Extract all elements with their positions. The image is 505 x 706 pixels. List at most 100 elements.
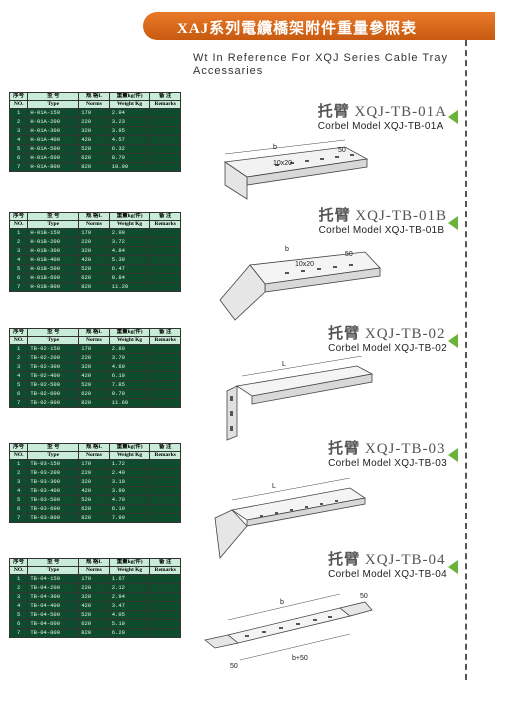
column-header: 序号	[8, 212, 29, 221]
table-cell: 4	[8, 601, 29, 611]
table-cell: 5	[8, 264, 29, 274]
table-cell: 6	[8, 504, 29, 514]
table-cell: 520	[78, 610, 110, 620]
table-cell	[149, 504, 181, 514]
table-cell: 3	[8, 362, 29, 372]
table-cell: TB-02-500	[27, 380, 80, 390]
column-header: Weight Kg	[108, 336, 151, 345]
column-header: 序号	[8, 328, 29, 337]
column-header: Type	[27, 566, 80, 575]
table-cell	[149, 513, 181, 523]
column-header: Type	[27, 100, 80, 109]
table-cell: 5	[8, 610, 29, 620]
table-cell: TB-04-600	[27, 619, 80, 629]
section-heading: 托臂 XQJ-TB-02 Corbel Model XQJ-TB-02	[328, 322, 447, 354]
table-cell	[149, 619, 181, 629]
table-cell: H-01A-500	[27, 144, 80, 154]
table-cell: H-01B-300	[27, 246, 80, 256]
table-cell: TB-03-500	[27, 495, 80, 505]
table-cell: H-01A-200	[27, 117, 80, 127]
table-cell	[149, 237, 181, 247]
table-cell: 6.32	[108, 144, 151, 154]
dim-label: 10x20	[295, 261, 314, 268]
column-header: 重量kg(件)	[108, 212, 151, 221]
dim-label: 10x20	[273, 160, 292, 167]
table-cell: H-01A-600	[27, 153, 80, 163]
section-cn-label: 托臂	[317, 104, 350, 120]
section-heading: 托臂 XQJ-TB-03 Corbel Model XQJ-TB-03	[328, 437, 447, 469]
column-header: Weight Kg	[108, 100, 151, 109]
column-header: 型 号	[27, 92, 80, 101]
triangle-marker-icon	[448, 110, 458, 124]
table-cell	[149, 153, 181, 163]
table-cell	[149, 398, 181, 408]
table-cell: 420	[78, 371, 110, 381]
table-cell: TB-03-150	[27, 459, 80, 469]
column-header: 备 注	[149, 443, 181, 452]
section-model: XQJ-TB-04	[364, 552, 446, 568]
table-cell: 1	[8, 344, 29, 354]
table-cell: H-01B-200	[27, 237, 80, 247]
column-header: 备 注	[149, 212, 181, 221]
table-cell	[149, 255, 181, 265]
column-header: 序号	[8, 443, 29, 452]
table-cell: 7	[8, 282, 29, 292]
table-cell: 420	[78, 601, 110, 611]
table-cell	[149, 282, 181, 292]
table-cell: 9.70	[108, 389, 151, 399]
column-header: Type	[27, 336, 80, 345]
section-heading: 托臂 XQJ-TB-01A Corbel Model XQJ-TB-01A	[318, 100, 447, 132]
table-cell: 1	[8, 459, 29, 469]
table-cell	[149, 389, 181, 399]
corbel-drawing: b 10x20 50	[219, 246, 381, 321]
table-cell: 2.94	[108, 108, 151, 118]
table-cell: TB-03-800	[27, 513, 80, 523]
table-cell: 620	[78, 273, 110, 283]
table-cell	[149, 628, 181, 638]
corbel-drawing: L	[226, 356, 374, 441]
column-header: Type	[27, 451, 80, 460]
table-cell: 620	[78, 153, 110, 163]
table-cell: H-01A-400	[27, 135, 80, 145]
section-model: XQJ-TB-02	[364, 326, 446, 342]
table-cell	[149, 459, 181, 469]
table-cell	[149, 468, 181, 478]
column-header: Weight Kg	[108, 566, 151, 575]
section-cn-label: 托臂	[318, 208, 351, 224]
table-cell: 820	[78, 162, 110, 172]
table-cell: 1.67	[108, 574, 151, 584]
dim-label: b	[280, 599, 284, 606]
table-cell: H-01B-150	[27, 228, 80, 238]
table-cell	[149, 486, 181, 496]
section-en-label: Corbel Model XQJ-TB-01B	[318, 225, 445, 236]
table-cell: 6	[8, 619, 29, 629]
table-cell	[149, 108, 181, 118]
table-cell	[149, 246, 181, 256]
table-cell: 420	[78, 135, 110, 145]
table-cell: 3.70	[108, 353, 151, 363]
table-cell: 2	[8, 468, 29, 478]
table-cell: H-01A-300	[27, 126, 80, 136]
table-cell: H-01B-500	[27, 264, 80, 274]
table-cell: 4.60	[108, 362, 151, 372]
table-cell: 320	[78, 592, 110, 602]
